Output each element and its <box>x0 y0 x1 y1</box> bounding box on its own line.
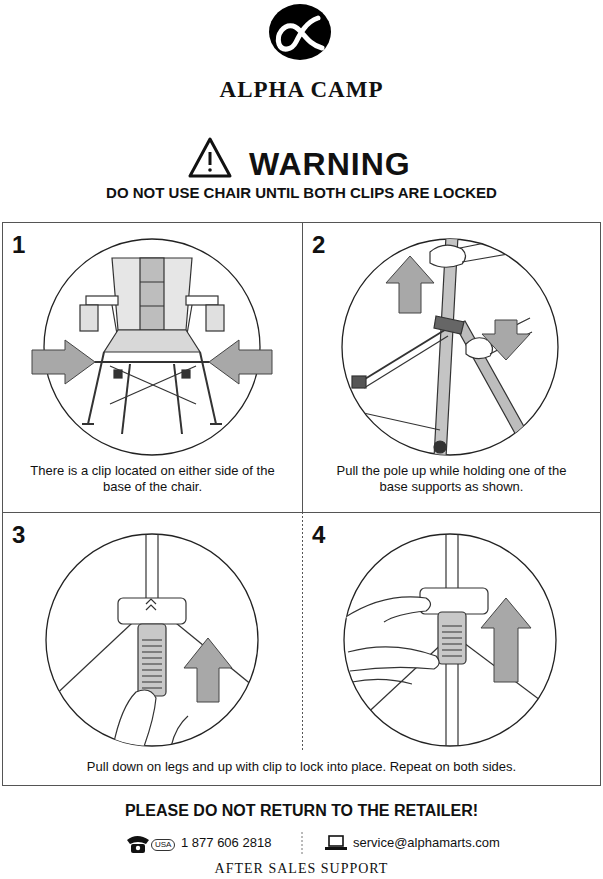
chair-drawing <box>80 258 224 434</box>
step-panel: 1There is a clip located on either side … <box>3 223 302 512</box>
push-arrows <box>32 340 272 384</box>
laptop-icon <box>325 836 347 850</box>
step-panel: 3 <box>3 513 302 753</box>
clip-drawing <box>344 530 548 750</box>
brand-name: ALPHA CAMP <box>0 76 603 104</box>
brand-logo <box>269 4 331 60</box>
step-caption: Pull the pole up while holding one of th… <box>328 463 575 495</box>
step-panel: 4 <box>303 513 600 753</box>
clip-drawing <box>50 530 258 752</box>
phone-number: 1 877 606 2818 <box>181 835 271 851</box>
email-address: service@alphamarts.com <box>353 835 500 851</box>
support-label: AFTER SALES SUPPORT <box>0 860 603 877</box>
step-caption: Pull down on legs and up with clip to lo… <box>10 759 593 775</box>
separator <box>302 832 303 856</box>
notice-text: PLEASE DO NOT RETURN TO THE RETAILER! <box>0 801 603 821</box>
step-number: 1 <box>12 231 25 259</box>
pole-drawing <box>350 236 532 458</box>
step-number: 4 <box>312 521 325 549</box>
step-panel: 2Pull the pole up while holding one of t… <box>303 223 600 512</box>
warning-title: WARNING <box>249 146 411 182</box>
direction-arrows <box>481 598 531 682</box>
panel-grid <box>2 222 601 786</box>
step-number: 2 <box>312 231 325 259</box>
step-caption: There is a clip located on either side o… <box>28 463 277 495</box>
warning-text: DO NOT USE CHAIR UNTIL BOTH CLIPS ARE LO… <box>0 184 603 202</box>
warning-icon <box>190 139 230 176</box>
step-number: 3 <box>12 521 25 549</box>
direction-arrows <box>184 638 232 702</box>
direction-arrows <box>386 256 530 360</box>
phone-icon <box>127 836 149 853</box>
country-badge: USA <box>151 839 175 851</box>
